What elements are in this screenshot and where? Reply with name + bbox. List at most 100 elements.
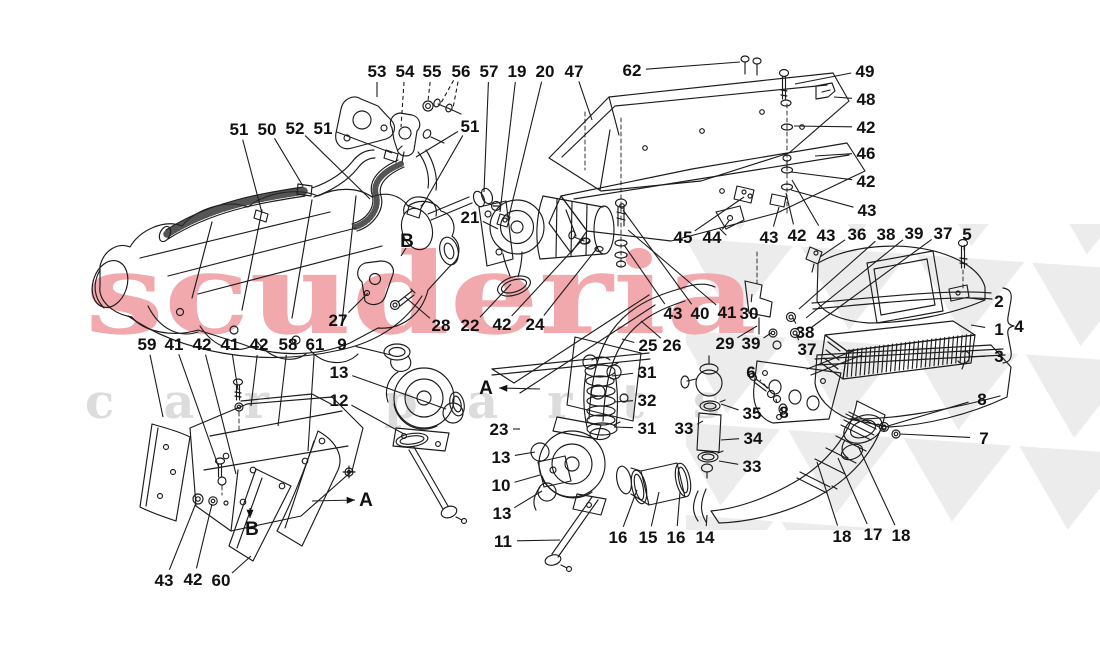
callout-30: 30	[740, 293, 758, 323]
callout-22: 22	[461, 283, 512, 335]
view-letter-A: A	[479, 378, 493, 399]
callout-21: 21	[461, 208, 499, 230]
part-number-34: 34	[744, 429, 763, 448]
part-number-37: 37	[798, 340, 817, 359]
mounting-plate-6-7-8	[748, 348, 901, 439]
callout-43: 43	[623, 244, 683, 323]
callout-40: 40	[622, 209, 710, 323]
watermark-scuderia: scuderia	[85, 229, 757, 360]
part-number-39: 39	[742, 334, 761, 353]
callout-9: 9	[337, 335, 392, 356]
callout-42: 42	[785, 192, 806, 245]
part-number-9: 9	[337, 335, 346, 354]
callout-61: 61	[306, 335, 325, 452]
callout-6: 6	[746, 363, 762, 382]
part-number-23: 23	[490, 420, 509, 439]
part-number-42: 42	[250, 335, 269, 354]
cover-mounts-42-45	[715, 103, 823, 350]
part-number-25: 25	[639, 336, 658, 355]
callout-27: 27	[329, 292, 369, 330]
intake-elbow-hose-14-18	[692, 400, 887, 524]
callout-41: 41	[165, 335, 220, 469]
callout-45: 45	[674, 196, 745, 247]
callout-31: 31	[611, 363, 656, 382]
part-number-1: 1	[994, 320, 1003, 339]
callout-50: 50	[258, 120, 304, 187]
part-number-29: 29	[716, 334, 735, 353]
callout-13: 13	[330, 363, 447, 410]
view-marker-A: A	[479, 378, 541, 399]
part-number-16: 16	[667, 528, 686, 547]
part-number-42: 42	[493, 315, 512, 334]
callout-42: 42	[184, 503, 213, 589]
part-number-35: 35	[743, 404, 762, 423]
part-number-53: 53	[368, 62, 387, 81]
part-number-44: 44	[703, 228, 722, 247]
part-number-42: 42	[857, 172, 876, 191]
part-number-41: 41	[165, 335, 184, 354]
part-number-3: 3	[994, 347, 1003, 366]
part-number-40: 40	[691, 304, 710, 323]
part-number-13: 13	[492, 448, 511, 467]
part-number-42: 42	[857, 118, 876, 137]
part-number-50: 50	[258, 120, 277, 139]
callout-18: 18	[857, 445, 910, 545]
part-number-43: 43	[664, 304, 683, 323]
callout-33: 33	[675, 419, 704, 438]
part-number-16: 16	[609, 528, 628, 547]
callout-1: 1	[970, 320, 1004, 339]
part-number-24: 24	[526, 315, 545, 334]
callout-59: 59	[138, 335, 164, 418]
part-number-22: 22	[461, 316, 480, 335]
part-number-10: 10	[492, 476, 511, 495]
callout-14: 14	[696, 514, 715, 547]
part-number-15: 15	[639, 528, 658, 547]
callout-44: 44	[703, 220, 730, 247]
part-number-43: 43	[817, 226, 836, 245]
part-number-27: 27	[329, 311, 348, 330]
callout-43: 43	[790, 189, 876, 220]
view-letter-B: B	[245, 519, 259, 540]
part-number-17: 17	[864, 525, 883, 544]
part-number-20: 20	[536, 62, 555, 81]
part-number-61: 61	[306, 335, 325, 354]
sleeve-15-clamps-16	[615, 462, 692, 506]
callout-8: 8	[887, 390, 987, 427]
turbocharger-10-11-13	[530, 427, 611, 573]
part-number-54: 54	[396, 62, 415, 81]
callout-47: 47	[565, 62, 593, 121]
callout-60: 60	[212, 555, 252, 590]
callout-41: 41	[627, 229, 736, 322]
callout-62: 62	[623, 61, 741, 80]
callout-51: 51	[415, 117, 479, 211]
part-number-59: 59	[138, 335, 157, 354]
view-marker-B: B	[245, 508, 259, 540]
part-number-38: 38	[796, 323, 815, 342]
group-bracket-4	[1002, 287, 1015, 364]
bellows-31-32	[583, 356, 621, 436]
callout-42: 42	[250, 335, 269, 407]
callout-38: 38	[792, 317, 815, 342]
stud-stack-40-41-43	[579, 117, 628, 268]
callout-26: 26	[640, 320, 681, 355]
intake-manifold	[91, 188, 460, 364]
callout-39: 39	[805, 224, 923, 319]
view-letter-B: B	[400, 231, 414, 252]
callout-5: 5	[962, 225, 972, 251]
part-number-33: 33	[743, 457, 762, 476]
callout-43: 43	[760, 206, 780, 247]
callout-18: 18	[816, 461, 851, 546]
callout-4: 4	[1014, 317, 1024, 336]
part-number-8: 8	[977, 390, 986, 409]
callout-56: 56	[440, 62, 470, 109]
callout-31: 31	[613, 419, 656, 438]
part-number-19: 19	[508, 62, 527, 81]
callout-15: 15	[639, 491, 660, 547]
part-number-42: 42	[193, 335, 212, 354]
part-number-5: 5	[962, 225, 971, 244]
part-number-48: 48	[857, 90, 876, 109]
part-number-57: 57	[480, 62, 499, 81]
view-marker-A: A	[311, 490, 373, 511]
